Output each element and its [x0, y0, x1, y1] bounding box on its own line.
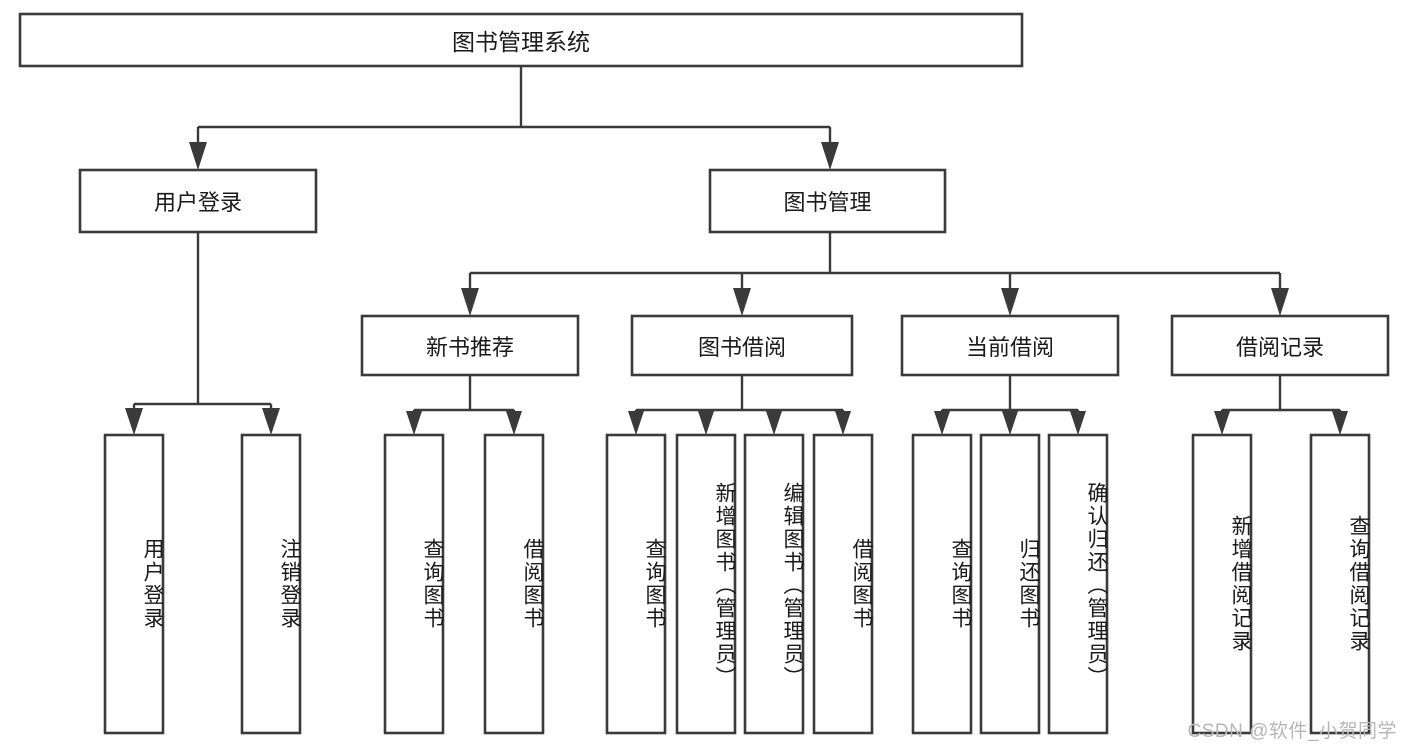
arrow-bookmgmt-to-current: [1001, 288, 1019, 316]
node-leaf-query-books-current[interactable]: [911, 433, 973, 735]
connector-group-record: [1214, 375, 1348, 435]
csdn-watermark: CSDN @软件_小贺同学: [1187, 721, 1397, 742]
node-borrow-record[interactable]: [1170, 314, 1390, 377]
arrow-record-leaf-2: [1332, 411, 1348, 435]
node-leaf-borrow-books-recommend[interactable]: [483, 433, 545, 735]
arrow-userlogin-leaf-1: [125, 408, 143, 435]
arrow-newbook-leaf-2: [506, 411, 522, 435]
node-leaf-logout[interactable]: [240, 433, 302, 735]
node-leaf-query-books-borrow[interactable]: [605, 433, 667, 735]
arrow-current-leaf-3: [1070, 411, 1086, 435]
arrow-newbook-leaf-1: [406, 411, 422, 435]
node-leaf-edit-book-admin[interactable]: [743, 433, 805, 735]
node-leaf-borrow-books[interactable]: [812, 433, 874, 735]
arrow-borrow-leaf-3: [766, 411, 782, 435]
arrow-borrow-leaf-2: [698, 411, 714, 435]
arrow-record-leaf-1: [1214, 411, 1230, 435]
connector-group-borrow: [628, 375, 851, 435]
arrow-bookmgmt-to-record: [1271, 288, 1289, 316]
node-leaf-add-borrow-record[interactable]: [1191, 433, 1253, 735]
node-leaf-add-book-admin[interactable]: [675, 433, 737, 735]
node-new-book-recommend[interactable]: [360, 314, 580, 377]
connector-group-bookmgmt: [461, 232, 1289, 316]
node-leaf-return-book[interactable]: [979, 433, 1041, 735]
node-leaf-confirm-return-admin[interactable]: [1047, 433, 1109, 735]
arrow-borrow-leaf-1: [628, 411, 644, 435]
connector-group-current: [934, 375, 1086, 435]
arrow-root-to-bookmgmt: [821, 142, 839, 170]
arrow-borrow-leaf-4: [835, 411, 851, 435]
connector-group-userlogin: [125, 232, 280, 435]
node-leaf-query-borrow-record[interactable]: [1309, 433, 1371, 735]
connector-group-newbook: [406, 375, 522, 435]
node-user-login[interactable]: [78, 168, 318, 234]
node-leaf-user-login[interactable]: [103, 433, 165, 735]
arrow-bookmgmt-to-borrow: [733, 288, 751, 316]
arrow-current-leaf-1: [934, 411, 950, 435]
node-book-borrow[interactable]: [630, 314, 854, 377]
node-current-borrow[interactable]: [900, 314, 1120, 377]
arrow-root-to-userlogin: [189, 142, 207, 170]
node-book-management[interactable]: [708, 168, 947, 234]
arrow-bookmgmt-to-newbook: [461, 288, 479, 316]
node-leaf-query-books-recommend[interactable]: [383, 433, 445, 735]
arrow-current-leaf-2: [1002, 411, 1018, 435]
node-root-book-management-system[interactable]: [18, 12, 1024, 68]
connector-group-root: [189, 66, 839, 170]
arrow-userlogin-leaf-2: [262, 408, 280, 435]
